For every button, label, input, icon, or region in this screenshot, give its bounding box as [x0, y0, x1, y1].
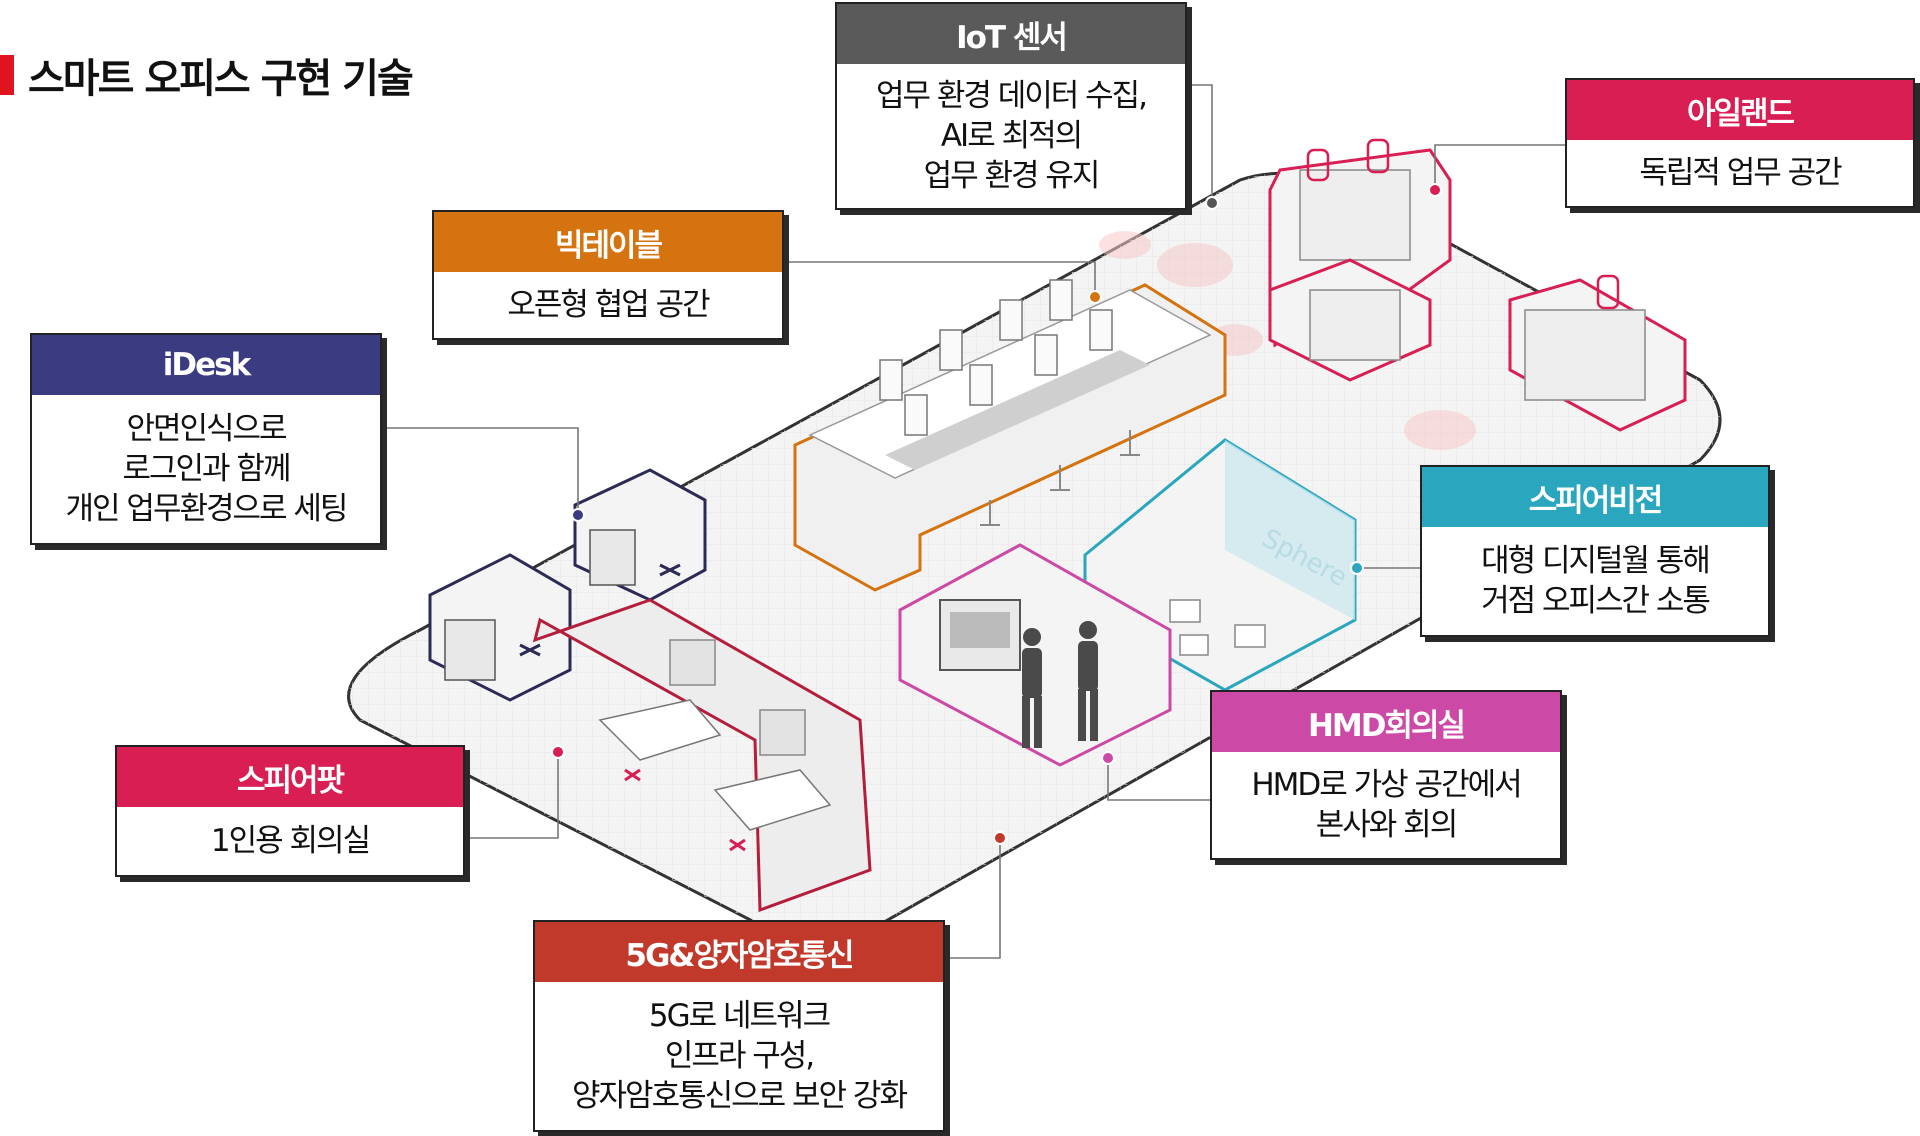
callout-bigtable-title: 빅테이블 [434, 212, 782, 272]
bigtable-area [793, 279, 1227, 592]
hmd-room-area [898, 543, 1172, 767]
callout-spherepot-title: 스피어팟 [117, 747, 463, 807]
page-title-text: 스마트 오피스 구현 기술 [28, 56, 414, 102]
callout-hmd-line: 본사와 회의 [1315, 807, 1458, 843]
callout-iot-title: IoT 센서 [837, 4, 1185, 64]
callout-island-line: 독립적 업무 공간 [1639, 155, 1842, 191]
callout-idesk-title: iDesk [32, 335, 380, 395]
callout-spherevision-title: 스피어비전 [1422, 467, 1768, 527]
page-title: 스마트 오피스 구현 기술 [0, 50, 414, 102]
callout-idesk-line: 개인 업무환경으로 세팅 [65, 491, 349, 527]
callout-spherepot: 스피어팟 1인용 회의실 [115, 745, 465, 877]
callout-quantum-line: 양자암호통신으로 보안 강화 [572, 1078, 908, 1114]
callout-quantum-line: 5G로 네트워크 [648, 998, 831, 1034]
leader-lines [382, 84, 1565, 959]
callout-iot: IoT 센서 업무 환경 데이터 수집, AI로 최적의 업무 환경 유지 [835, 2, 1187, 210]
callout-hmd: HMD회의실 HMD로 가상 공간에서 본사와 회의 [1210, 690, 1562, 860]
callout-idesk-line: 로그인과 함께 [122, 451, 292, 487]
callout-idesk: iDesk 안면인식으로 로그인과 함께 개인 업무환경으로 세팅 [30, 333, 382, 545]
callout-spherepot-line: 1인용 회의실 [210, 823, 371, 859]
callout-iot-line: 업무 환경 유지 [923, 158, 1101, 194]
island-area [1268, 138, 1687, 432]
callout-hmd-title: HMD회의실 [1212, 692, 1560, 752]
callout-idesk-line: 안면인식으로 [126, 411, 287, 447]
callout-bigtable: 빅테이블 오픈형 협업 공간 [432, 210, 784, 340]
idesk-area [428, 468, 707, 702]
callout-spherevision-line: 거점 오피스간 소통 [1481, 583, 1711, 619]
callout-bigtable-line: 오픈형 협업 공간 [507, 287, 710, 323]
callout-spherevision-line: 대형 디지털월 통해 [1481, 543, 1711, 579]
spherepot-area [532, 598, 872, 913]
callout-spherevision: 스피어비전 대형 디지털월 통해 거점 오피스간 소통 [1420, 465, 1770, 637]
callout-iot-line: 업무 환경 데이터 수집, [875, 78, 1148, 114]
callout-quantum-line: 인프라 구성, [664, 1038, 815, 1074]
title-accent-bar [0, 55, 14, 95]
hmd-person-figures [1022, 621, 1098, 748]
callout-island-title: 아일랜드 [1567, 80, 1913, 140]
leader-dots [551, 183, 1442, 845]
callout-quantum-title: 5G&양자암호통신 [535, 922, 943, 982]
callout-iot-line: AI로 최적의 [940, 118, 1083, 154]
callout-island: 아일랜드 독립적 업무 공간 [1565, 78, 1915, 208]
callout-hmd-line: HMD로 가상 공간에서 [1251, 767, 1522, 803]
callout-quantum: 5G&양자암호통신 5G로 네트워크 인프라 구성, 양자암호통신으로 보안 강… [533, 920, 945, 1132]
